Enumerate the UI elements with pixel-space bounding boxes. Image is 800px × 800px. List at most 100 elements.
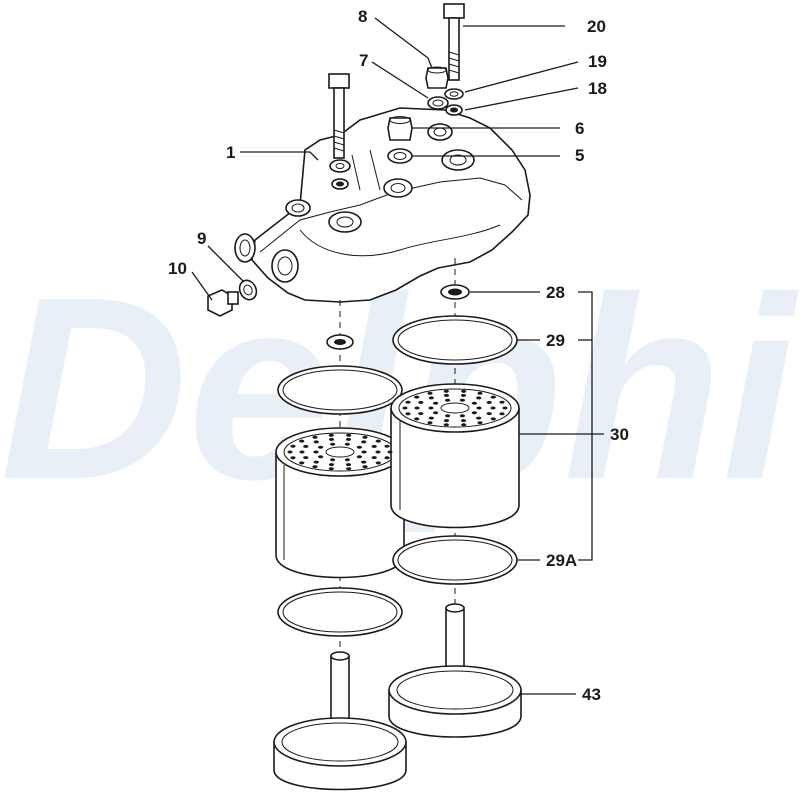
perforation-hole <box>443 419 450 423</box>
perforation-hole <box>405 412 411 416</box>
perforation-hole <box>384 444 390 448</box>
perforation-hole <box>461 423 467 427</box>
perforation-hole <box>476 396 482 400</box>
perforation-hole <box>344 442 350 446</box>
perforation-hole <box>418 400 424 404</box>
perforation-hole <box>346 433 352 437</box>
callout-9: 9 <box>197 229 206 248</box>
perforation-hole <box>477 421 483 425</box>
leader-lines <box>191 17 604 695</box>
filter-element-30 <box>390 383 520 529</box>
perforation-hole <box>290 444 296 448</box>
perforation-hole <box>303 444 309 448</box>
perforation-hole <box>443 389 449 393</box>
callout-5: 5 <box>575 146 584 165</box>
perforation-hole <box>312 465 318 469</box>
perforation-hole <box>433 411 439 415</box>
perforation-hole <box>428 396 434 400</box>
o-ring-29a <box>392 535 518 585</box>
perforation-hole <box>328 463 335 467</box>
perforation-hole <box>414 417 420 421</box>
perforation-hole <box>461 389 467 393</box>
perforation-hole <box>313 450 319 454</box>
perforation-hole <box>345 437 352 441</box>
perforation-hole <box>471 411 477 415</box>
perforation-hole <box>502 406 508 410</box>
perforation-hole <box>328 437 335 441</box>
perforation-hole <box>361 450 367 454</box>
perforation-hole <box>303 456 309 460</box>
perforation-hole <box>486 400 492 404</box>
perforation-hole <box>477 391 483 395</box>
plug-6 <box>387 116 413 141</box>
perforation-hole <box>299 439 305 443</box>
washer-7 <box>427 96 449 110</box>
boss-left <box>285 199 311 217</box>
perforation-hole <box>471 401 477 405</box>
perforation-hole <box>375 450 381 454</box>
perforation-hole <box>499 412 505 416</box>
boss-top <box>427 123 453 141</box>
bolt-20 <box>443 3 465 81</box>
perforation-hole <box>362 435 368 439</box>
perforation-hole <box>486 412 492 416</box>
perforation-hole <box>346 467 352 471</box>
perforation-hole <box>371 444 377 448</box>
perforation-hole <box>490 417 496 421</box>
boss-mid <box>383 178 413 198</box>
perforation-hole <box>330 442 336 446</box>
perforation-hole <box>313 460 319 464</box>
perforation-hole <box>414 395 420 399</box>
perforation-hole <box>443 423 449 427</box>
callout-20: 20 <box>587 17 606 36</box>
perforation-hole <box>356 455 362 459</box>
perforation-hole <box>290 456 296 460</box>
o-ring-29 <box>392 315 518 365</box>
perforation-hole <box>375 439 381 443</box>
perforation-hole <box>362 465 368 469</box>
perforation-hole <box>287 450 293 454</box>
perforation-hole <box>299 450 305 454</box>
perforation-hole <box>318 445 324 449</box>
plug-8 <box>425 66 449 89</box>
perforation-hole <box>445 414 451 418</box>
bleed-screw-10 <box>207 289 239 317</box>
perforation-hole <box>490 406 496 410</box>
perforation-hole <box>427 391 433 395</box>
inlet-port-right <box>271 249 299 283</box>
perforation-hole <box>361 460 367 464</box>
callout-1: 1 <box>226 143 235 162</box>
perforation-hole <box>299 461 305 465</box>
perforation-hole <box>328 467 334 471</box>
perforation-hole <box>344 458 350 462</box>
perforation-hole <box>312 435 318 439</box>
perforation-hole <box>428 406 434 410</box>
perforation-hole <box>345 463 352 467</box>
callout-10: 10 <box>168 259 187 278</box>
perforation-hole <box>405 400 411 404</box>
filter-element-left <box>275 427 405 579</box>
perforation-hole <box>361 440 367 444</box>
perforation-hole <box>443 393 450 397</box>
perforation-hole <box>476 406 482 410</box>
perforation-hole <box>402 406 408 410</box>
callout-18: 18 <box>588 79 607 98</box>
perforation-hole <box>499 400 505 404</box>
perforation-hole <box>476 416 482 420</box>
perforation-hole <box>375 461 381 465</box>
drain-bowl-43 <box>388 603 522 738</box>
callout-6: 6 <box>575 119 584 138</box>
perforation-hole <box>459 414 465 418</box>
callout-7: 7 <box>359 51 368 70</box>
callout-30: 30 <box>610 425 629 444</box>
perforation-hole <box>490 395 496 399</box>
inlet-port-left <box>234 233 256 263</box>
perforation-hole <box>428 416 434 420</box>
callout-29: 29 <box>546 331 565 350</box>
perforation-hole <box>460 419 467 423</box>
perforation-hole <box>318 455 324 459</box>
washer-5 <box>387 148 413 164</box>
perforation-hole <box>445 398 451 402</box>
